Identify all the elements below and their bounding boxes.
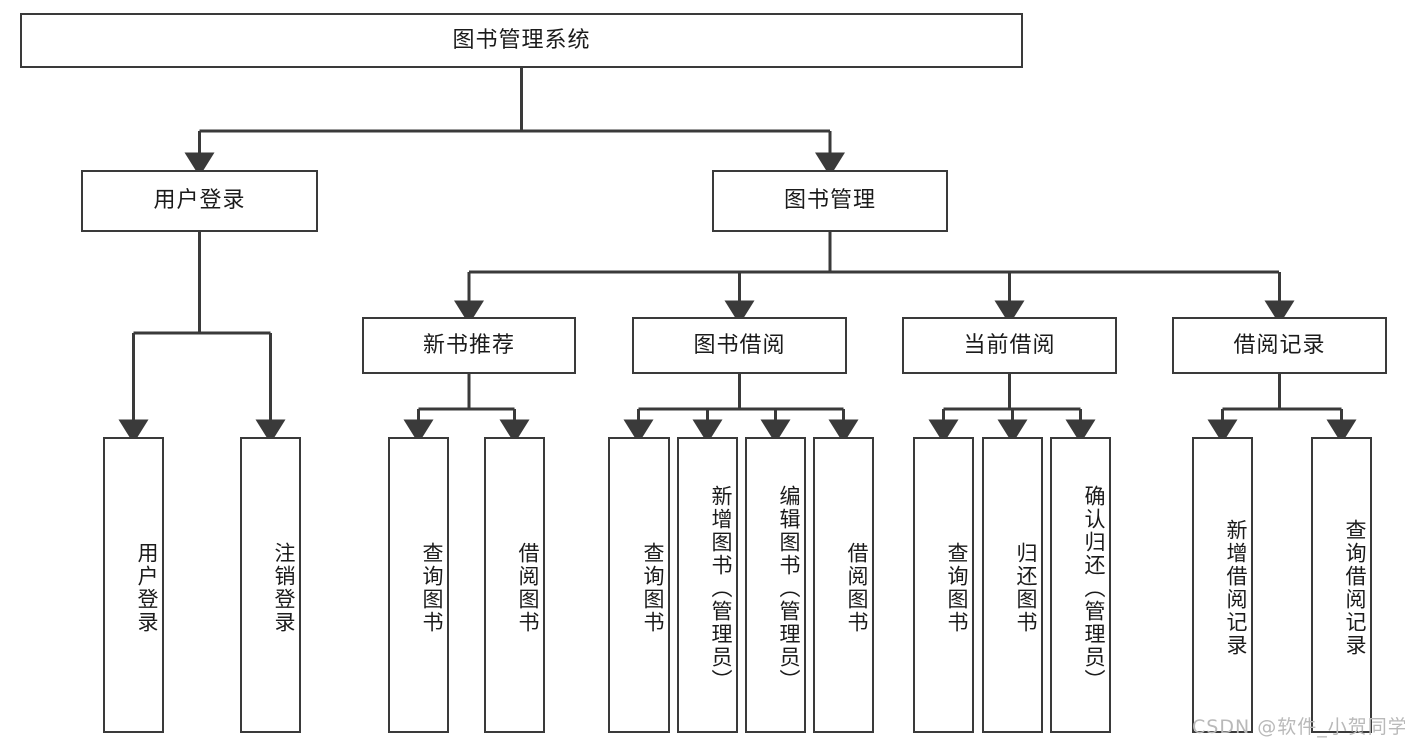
node-leaf-query-book-recommend[interactable]: 查询图书 [388, 437, 449, 733]
node-label: 查询图书 [641, 542, 665, 634]
node-label: 注销登录 [272, 542, 296, 634]
node-label: 新书推荐 [422, 332, 515, 358]
node-leaf-query-book-borrow[interactable]: 查询图书 [608, 437, 670, 733]
node-leaf-borrow-book[interactable]: 借阅图书 [813, 437, 874, 733]
node-label: 查询图书 [420, 542, 444, 634]
csdn-watermark: CSDN @软件_小贺同学 [1192, 716, 1405, 738]
node-label: 图书管理 [783, 188, 876, 214]
node-label: 借阅图书 [516, 542, 540, 634]
node-label: 借阅图书 [845, 542, 869, 634]
node-current-borrow[interactable]: 当前借阅 [902, 317, 1117, 374]
node-leaf-borrow-book-recommend[interactable]: 借阅图书 [484, 437, 545, 733]
node-new-book-recommend[interactable]: 新书推荐 [362, 317, 576, 374]
node-label: 用户登录 [153, 188, 246, 214]
node-label: 借阅记录 [1233, 332, 1326, 358]
node-label: 当前借阅 [963, 332, 1056, 358]
node-label: 编辑图书（管理员） [777, 484, 801, 692]
node-leaf-add-borrow-record[interactable]: 新增借阅记录 [1192, 437, 1253, 733]
node-leaf-user-logout[interactable]: 注销登录 [240, 437, 301, 733]
node-leaf-edit-book-admin[interactable]: 编辑图书（管理员） [745, 437, 806, 733]
node-user-login[interactable]: 用户登录 [81, 170, 318, 232]
node-book-borrow[interactable]: 图书借阅 [632, 317, 847, 374]
node-label: 查询图书 [945, 542, 969, 634]
node-book-management[interactable]: 图书管理 [712, 170, 948, 232]
node-leaf-add-book-admin[interactable]: 新增图书（管理员） [677, 437, 738, 733]
node-borrow-records[interactable]: 借阅记录 [1172, 317, 1387, 374]
node-leaf-user-login[interactable]: 用户登录 [103, 437, 164, 733]
node-label: 新增图书（管理员） [709, 484, 733, 692]
node-leaf-query-book-current[interactable]: 查询图书 [913, 437, 974, 733]
node-leaf-confirm-return-admin[interactable]: 确认归还（管理员） [1050, 437, 1111, 733]
node-label: 归还图书 [1014, 542, 1038, 634]
node-label: 确认归还（管理员） [1082, 484, 1106, 692]
node-label: 图书借阅 [693, 332, 786, 358]
node-root-system[interactable]: 图书管理系统 [20, 13, 1023, 68]
node-leaf-query-borrow-record[interactable]: 查询借阅记录 [1311, 437, 1372, 733]
node-leaf-return-book[interactable]: 归还图书 [982, 437, 1043, 733]
node-label: 用户登录 [135, 542, 159, 634]
node-label: 查询借阅记录 [1343, 519, 1367, 657]
node-label: 新增借阅记录 [1224, 519, 1248, 657]
node-label: 图书管理系统 [452, 27, 591, 53]
